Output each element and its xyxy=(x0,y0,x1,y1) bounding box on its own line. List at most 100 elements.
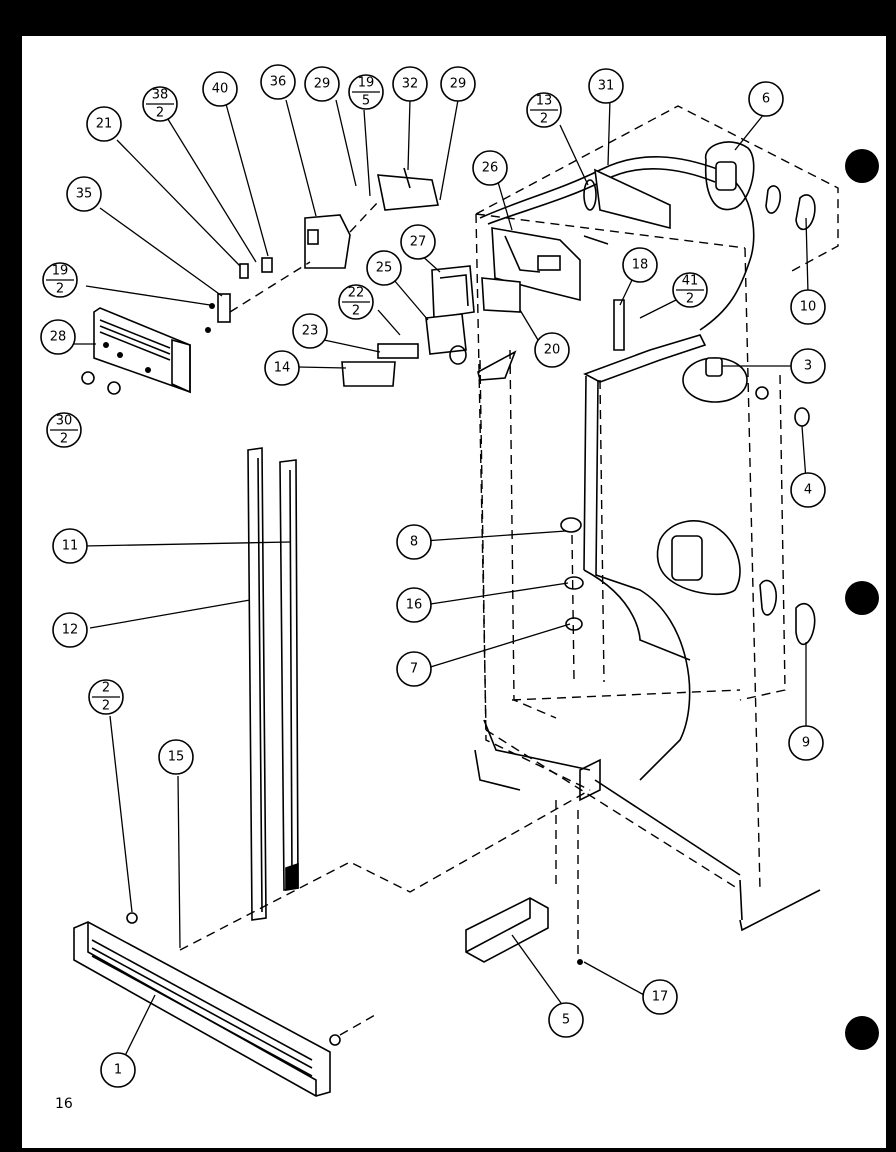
toe-grille xyxy=(73,789,591,1097)
callout-9: 9 xyxy=(788,725,824,761)
insulation-block xyxy=(465,800,583,965)
callout-21: 21 xyxy=(86,106,122,142)
callout-40: 40 xyxy=(202,71,238,107)
binder-hole-bottom xyxy=(845,1016,879,1050)
svg-text:1: 1 xyxy=(114,1063,122,1078)
callout-16: 16 xyxy=(396,587,432,623)
svg-text:5: 5 xyxy=(362,94,370,109)
svg-text:19: 19 xyxy=(358,76,375,91)
svg-text:26: 26 xyxy=(482,161,499,176)
cabinet-liner xyxy=(474,334,821,932)
svg-text:5: 5 xyxy=(562,1013,570,1028)
leader-lines xyxy=(70,99,809,1071)
binder-hole-top xyxy=(845,149,879,183)
svg-text:29: 29 xyxy=(314,77,331,92)
callout-2-over-2: 22 xyxy=(88,679,124,715)
callout-1: 1 xyxy=(100,1052,136,1088)
callout-3: 3 xyxy=(790,348,826,384)
duct-parts xyxy=(341,265,521,387)
svg-text:38: 38 xyxy=(152,88,169,103)
svg-text:7: 7 xyxy=(410,662,418,677)
callout-13-over-2: 132 xyxy=(526,92,562,128)
callout-27: 27 xyxy=(400,224,436,260)
diagram-sheet xyxy=(22,36,886,1148)
svg-text:35: 35 xyxy=(76,187,93,202)
svg-text:12: 12 xyxy=(62,623,79,638)
svg-text:41: 41 xyxy=(682,274,699,289)
svg-text:36: 36 xyxy=(270,75,287,90)
svg-text:20: 20 xyxy=(544,343,561,358)
svg-text:8: 8 xyxy=(410,535,418,550)
small-fasteners xyxy=(205,201,379,333)
svg-text:11: 11 xyxy=(62,539,79,554)
callout-30-over-2: 302 xyxy=(46,412,82,448)
svg-text:3: 3 xyxy=(804,359,812,374)
svg-text:4: 4 xyxy=(804,483,812,498)
page-number: 16 xyxy=(55,1096,73,1112)
wire-harness xyxy=(479,156,755,331)
svg-text:2: 2 xyxy=(540,112,548,127)
callout-32: 32 xyxy=(392,66,428,102)
callout-41-over-2: 412 xyxy=(672,272,708,308)
svg-text:19: 19 xyxy=(52,264,69,279)
thermostat-area xyxy=(682,357,810,427)
svg-text:31: 31 xyxy=(598,79,615,94)
callout-5: 5 xyxy=(548,1002,584,1038)
callout-36: 36 xyxy=(260,64,296,100)
breaker-strips xyxy=(247,447,299,921)
svg-text:40: 40 xyxy=(212,82,229,97)
svg-text:30: 30 xyxy=(56,414,73,429)
svg-text:32: 32 xyxy=(402,77,419,92)
svg-text:2: 2 xyxy=(56,282,64,297)
callout-23: 23 xyxy=(292,313,328,349)
bracket-18 xyxy=(613,299,625,351)
callout-12: 12 xyxy=(52,612,88,648)
light-socket-assembly xyxy=(704,141,816,231)
callout-35: 35 xyxy=(66,176,102,212)
svg-text:2: 2 xyxy=(686,292,694,307)
callout-17: 17 xyxy=(642,979,678,1015)
top-brackets xyxy=(304,167,439,269)
callout-29-right: 29 xyxy=(440,66,476,102)
svg-text:16: 16 xyxy=(406,598,423,613)
binder-hole-middle xyxy=(845,581,879,615)
callout-15: 15 xyxy=(158,739,194,775)
callout-6: 6 xyxy=(748,81,784,117)
callout-29-left: 29 xyxy=(304,66,340,102)
svg-text:9: 9 xyxy=(802,736,810,751)
svg-text:28: 28 xyxy=(50,330,67,345)
callout-14: 14 xyxy=(264,350,300,386)
svg-text:10: 10 xyxy=(800,300,817,315)
svg-text:2: 2 xyxy=(60,432,68,447)
svg-text:6: 6 xyxy=(762,92,770,107)
hinge-parts xyxy=(560,517,584,681)
svg-text:23: 23 xyxy=(302,324,319,339)
svg-text:25: 25 xyxy=(376,261,393,276)
svg-text:22: 22 xyxy=(348,286,365,301)
svg-text:29: 29 xyxy=(450,77,467,92)
callout-38-over-2: 382 xyxy=(142,86,178,122)
callout-28: 28 xyxy=(40,319,76,355)
callout-4: 4 xyxy=(790,472,826,508)
callout-11: 11 xyxy=(52,528,88,564)
callout-10: 10 xyxy=(790,289,826,325)
callout-22-over-2: 222 xyxy=(338,284,374,320)
svg-text:13: 13 xyxy=(536,94,553,109)
svg-text:2: 2 xyxy=(352,304,360,319)
dispenser-control-panel xyxy=(81,307,191,395)
svg-text:17: 17 xyxy=(652,990,669,1005)
callout-26: 26 xyxy=(472,150,508,186)
svg-text:14: 14 xyxy=(274,361,291,376)
callout-8: 8 xyxy=(396,524,432,560)
svg-text:27: 27 xyxy=(410,235,427,250)
svg-text:2: 2 xyxy=(102,699,110,714)
callout-19-over-5: 195 xyxy=(348,74,384,110)
callout-18: 18 xyxy=(622,247,658,283)
svg-text:18: 18 xyxy=(632,258,649,273)
svg-text:15: 15 xyxy=(168,750,185,765)
svg-text:2: 2 xyxy=(156,106,164,121)
svg-text:21: 21 xyxy=(96,117,113,132)
svg-text:2: 2 xyxy=(102,681,110,696)
lower-light-assembly xyxy=(656,520,816,646)
